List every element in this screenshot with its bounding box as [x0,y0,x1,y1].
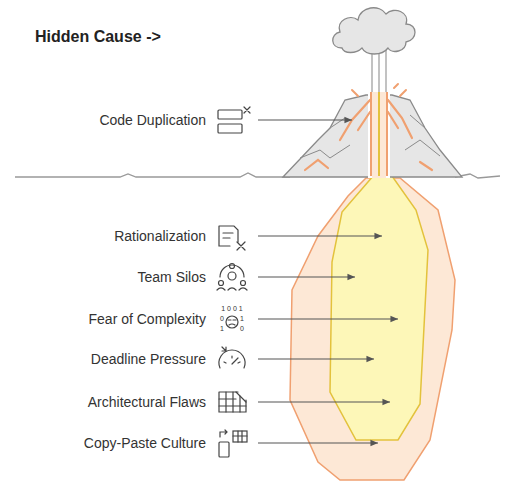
duplicate-icon [218,107,250,133]
document-x-icon [219,226,245,250]
binary-digit: 1 0 0 1 [221,305,242,312]
cause-label: Rationalization [114,229,206,243]
cause-label: Architectural Flaws [88,395,206,409]
flawed-grid-icon [219,392,246,412]
binary-digit: 1 [240,315,244,322]
eruption-cloud [333,8,415,54]
binary-digit: 0 [240,325,244,332]
binary-digit: 1 [220,325,224,332]
magma-chamber-inner [330,175,428,440]
fear-icon [226,316,238,328]
team-silos-icon [217,264,247,291]
cause-label: Code Duplication [99,113,206,127]
cause-label: Fear of Complexity [89,312,206,326]
copy-paste-icon [219,430,247,457]
cause-label: Deadline Pressure [91,352,206,366]
cause-label: Team Silos [138,270,206,284]
cause-label: Copy-Paste Culture [84,436,206,450]
diagram-title: Hidden Cause -> [35,27,161,46]
leader-arrows [258,120,398,443]
lava-streaks [305,100,432,170]
binary-digit: 0 [220,315,224,322]
gauge-icon [219,347,245,368]
